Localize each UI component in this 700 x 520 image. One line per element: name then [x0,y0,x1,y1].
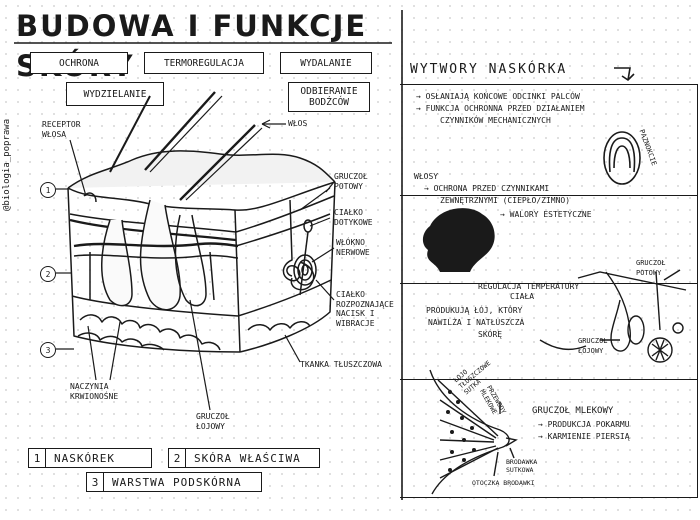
label-nerve-fiber: WŁÓKNO NERWOWE [336,238,370,257]
label-pressure-body: CIAŁKO ROZPOZNAJĄCE NACISK I WIBRACJE [336,290,394,328]
legend-item-3: 3 WARSTWA PODSKÓRNA [86,472,262,492]
hair-line-1: WŁOSY [414,172,439,181]
function-box-label: ODBIERANIE BODŹCÓW [300,86,358,108]
breast-item-2: → KARMIENIE PIERSIĄ [538,432,630,441]
breast-label-nipple: BRODAWKA SUTKOWA [506,458,538,474]
glands-text-1: PRODUKUJĄ ŁÓJ, KTÓRY [426,306,523,315]
function-box-label: WYDZIELANIE [83,88,147,100]
label-receptor: RECEPTOR WŁOSA [42,120,81,139]
function-box-label: WYDALANIE [300,57,352,69]
label-sweat-gland: GRUCZOŁ POTOWY [334,172,368,191]
function-box-label: TERMOREGULACJA [163,57,245,69]
glands-text-2: NAWILŻA I NATŁUSZCZA [428,318,525,327]
legend-label: WARSTWA PODSKÓRNA [112,475,242,489]
glands-heading-2: CIAŁA [510,292,535,301]
panel-hair [400,164,698,284]
layer-number-1: 1 [40,182,56,198]
function-box-termoregulacja: TERMOREGULACJA [144,52,264,74]
glands-sweat-label: GRUCZOŁ POTOWY [636,259,666,277]
legend-number: 2 [169,449,186,467]
label-fat-tissue: TKANKA TŁUSZCZOWA [300,360,382,369]
layer-number-2: 2 [40,266,56,282]
glands-text-3: SKÓRĘ [478,330,503,339]
hair-line-2: → OCHRONA PRZED CZYNNIKAMI [424,184,550,193]
glands-heading-1: REGULACJA TEMPERATURY [478,282,580,291]
legend-label: NASKÓREK [54,451,115,465]
nails-line-3: CZYNNIKÓW MECHANICZNYCH [440,116,551,125]
nails-line-1: → OSŁANIAJĄ KOŃCOWE ODCINKI PALCÓW [416,92,580,101]
label-touch-body: CIAŁKO DOTYKOWE [334,208,373,227]
function-box-wydalanie: WYDALANIE [280,52,372,74]
legend-item-1: 1 NASKÓREK [28,448,152,468]
legend-item-2: 2 SKÓRA WŁAŚCIWA [168,448,320,468]
legend-label: SKÓRA WŁAŚCIWA [194,451,301,465]
glands-sebaceous-label: GRUCZOŁ ŁOJOWY [578,337,608,355]
hair-line-4: → WALORY ESTETYCZNE [500,210,592,219]
breast-item-1: → PRODUKCJA POKARMU [538,420,630,429]
panel-glands [400,248,698,380]
breast-heading: GRUCZOŁ MLEKOWY [532,406,614,416]
function-box-odbieranie: ODBIERANIE BODŹCÓW [288,82,370,112]
label-vessels: NACZYNIA KRWIONOŚNE [70,382,119,401]
right-title: WYTWORY NASKÓRKA [410,62,568,77]
nails-line-2: → FUNKCJA OCHRONNA PRZED DZIAŁANIEM [416,104,585,113]
breast-label-areola: OTOCZKA BRODAWKI [472,479,535,487]
label-sebaceous: GRUCZOŁ ŁOJOWY [196,412,230,431]
label-hair: WŁOS [288,119,308,128]
panel-nails [400,84,698,196]
hair-line-3: ZEWNĘTRZNYMI (CIEPŁO/ZIMNO) [440,196,571,205]
layer-number-3: 3 [40,342,56,358]
legend-number: 3 [87,473,104,491]
legend-number: 1 [29,449,46,467]
panel-breast [400,340,698,498]
function-box-label: OCHRONA [58,57,100,69]
function-box-ochrona: OCHRONA [30,52,128,74]
